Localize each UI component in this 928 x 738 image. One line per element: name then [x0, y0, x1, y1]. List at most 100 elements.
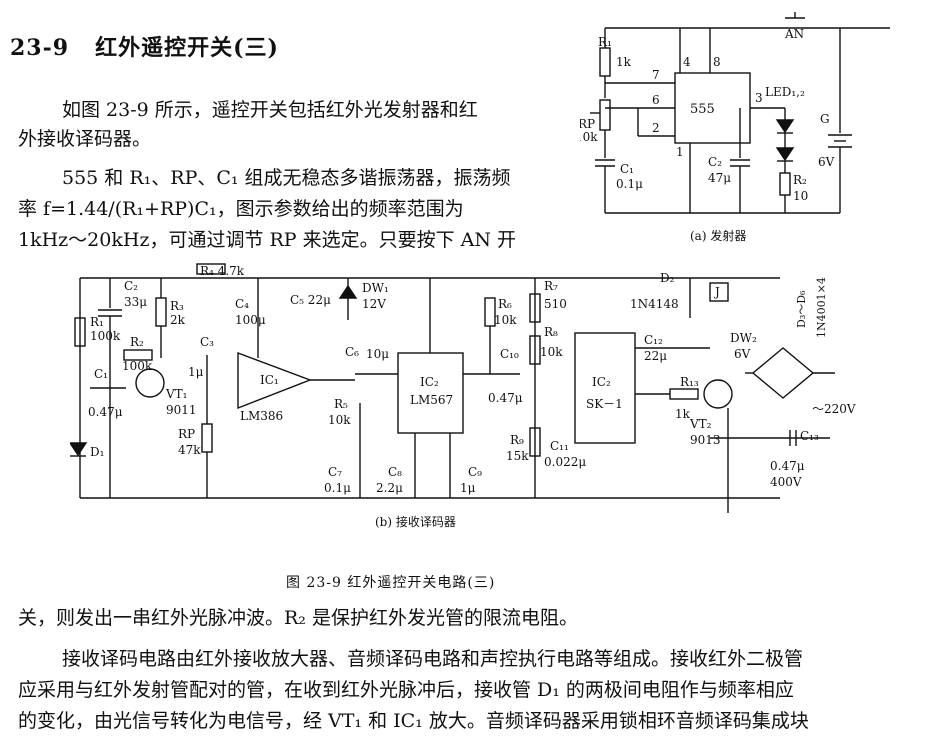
bridge-rectifier	[751, 347, 815, 399]
rx-r3	[155, 297, 167, 327]
svg-text:15k: 15k	[506, 449, 529, 463]
svg-text:R₂: R₂	[793, 173, 807, 187]
tx-led-label: LED₁,₂	[765, 85, 805, 99]
svg-text:R₁: R₁	[90, 315, 104, 329]
rx-r2	[123, 349, 153, 361]
svg-text:10: 10	[793, 189, 808, 203]
svg-text:R₃: R₃	[170, 299, 184, 313]
r2-resistor	[779, 172, 791, 196]
svg-text:C₆: C₆	[345, 345, 359, 359]
svg-text:C₂: C₂	[124, 279, 138, 293]
vt1-transistor	[135, 368, 165, 398]
rx-r1	[74, 317, 86, 347]
svg-text:C₅ 22μ: C₅ 22μ	[290, 293, 331, 307]
svg-text:～220V: ～220V	[812, 402, 856, 416]
svg-text:DW₂: DW₂	[730, 331, 757, 345]
svg-text:7: 7	[652, 68, 660, 82]
ic1-amplifier	[237, 351, 312, 410]
body-line-4: 的变化，由光信号转化为电信号，经 VT₁ 和 IC₁ 放大。音频译码器采用锁相环…	[18, 710, 809, 732]
svg-text:10k: 10k	[540, 345, 563, 359]
svg-text:10μ: 10μ	[366, 347, 389, 361]
svg-text:C₇: C₇	[328, 465, 342, 479]
svg-text:C₂: C₂	[708, 155, 722, 169]
svg-text:4: 4	[683, 55, 691, 69]
transmitter-caption: (a) 发射器	[690, 228, 746, 243]
svg-text:R₂: R₂	[130, 335, 144, 349]
tx-an-label: AN	[784, 27, 804, 41]
svg-text:100k: 100k	[122, 359, 153, 373]
tx-rp-label: RP	[580, 117, 595, 131]
r1-resistor	[599, 47, 611, 77]
svg-text:100k: 100k	[90, 329, 121, 343]
svg-text:10k: 10k	[328, 413, 351, 427]
svg-text:R₄ 4.7k: R₄ 4.7k	[200, 264, 245, 278]
svg-text:100μ: 100μ	[235, 313, 266, 327]
rp-potentiometer	[599, 99, 611, 131]
svg-text:R₇: R₇	[544, 279, 558, 293]
svg-text:R₆: R₆	[498, 297, 512, 311]
svg-text:0.022μ: 0.022μ	[544, 455, 586, 469]
svg-text:VT₂: VT₂	[689, 417, 712, 431]
svg-text:C₄: C₄	[235, 297, 249, 311]
svg-text:G: G	[820, 112, 830, 126]
rx-rp	[201, 423, 213, 453]
svg-text:C₁₁: C₁₁	[550, 439, 569, 453]
svg-text:6: 6	[652, 93, 660, 107]
svg-text:47k: 47k	[178, 443, 201, 457]
svg-text:10k: 10k	[580, 130, 598, 144]
svg-text:C₁₀: C₁₀	[500, 347, 519, 361]
intro-line-4: 率 f=1.44/(R₁+RP)C₁，图示参数给出的频率范围为	[18, 198, 464, 220]
relay-j	[709, 282, 729, 302]
svg-text:DW₁: DW₁	[362, 281, 389, 295]
svg-text:J: J	[713, 285, 720, 299]
svg-text:0.47μ: 0.47μ	[488, 391, 523, 405]
svg-text:22μ: 22μ	[644, 349, 667, 363]
svg-text:IC₂: IC₂	[592, 375, 611, 389]
svg-text:47μ: 47μ	[708, 171, 731, 185]
svg-text:D₁: D₁	[90, 445, 104, 459]
intro-line-2: 外接收译码器。	[18, 128, 152, 150]
receiver-caption: (b) 接收译码器	[375, 514, 456, 529]
transmitter-schematic: R₁ 1k RP 10k C₁ 0.1μ 555 7 6 2 4 8 3 1 C…	[580, 12, 890, 243]
svg-text:C₁₃: C₁₃	[800, 429, 819, 443]
svg-text:1N4148: 1N4148	[630, 297, 679, 311]
body-line-1: 关，则发出一串红外光脉冲波。R₂ 是保护红外发光管的限流电阻。	[18, 607, 578, 629]
intro-line-3: 555 和 R₁、RP、C₁ 组成无稳态多谐振荡器，振荡频	[62, 167, 511, 189]
svg-text:2k: 2k	[170, 313, 186, 327]
body-line-2: 接收译码电路由红外接收放大器、音频译码电路和声控执行电路等组成。接收红外二极管	[62, 648, 804, 670]
svg-text:IC₂: IC₂	[420, 375, 439, 389]
svg-text:1: 1	[676, 145, 684, 159]
svg-text:6V: 6V	[818, 155, 835, 169]
intro-line-5: 1kHz～20kHz，可通过调节 RP 来选定。只要按下 AN 开	[18, 229, 517, 251]
rx-r4	[196, 263, 226, 275]
svg-text:R₅: R₅	[334, 397, 348, 411]
svg-text:0.47μ: 0.47μ	[88, 405, 123, 419]
svg-text:C₁: C₁	[94, 367, 108, 381]
svg-text:1μ: 1μ	[188, 365, 204, 379]
svg-text:8: 8	[713, 55, 721, 69]
svg-text:0.1μ: 0.1μ	[616, 177, 643, 191]
section-title: 红外遥控开关(三)	[95, 35, 279, 61]
svg-text:12V: 12V	[362, 297, 386, 311]
svg-text:1μ: 1μ	[460, 481, 476, 495]
figure-caption: 图 23-9 红外遥控开关电路(三)	[286, 575, 496, 591]
svg-text:D₂: D₂	[660, 271, 675, 285]
svg-text:C₉: C₉	[468, 465, 482, 479]
svg-text:IC₁: IC₁	[260, 373, 279, 387]
svg-text:C₃: C₃	[200, 335, 214, 349]
svg-text:RP: RP	[178, 427, 195, 441]
tx-ic-label: 555	[690, 102, 715, 117]
svg-text:1k: 1k	[675, 407, 691, 421]
ic2-sk1	[574, 332, 636, 444]
rx-r13	[669, 388, 699, 400]
svg-text:R₁₃: R₁₃	[680, 375, 699, 389]
svg-text:VT₁: VT₁	[165, 387, 187, 401]
svg-text:1N4001×4: 1N4001×4	[815, 277, 828, 338]
tx-r1-label: R₁	[598, 35, 612, 49]
vt2-transistor	[703, 379, 733, 409]
svg-text:2: 2	[652, 121, 660, 135]
svg-text:33μ: 33μ	[124, 295, 147, 309]
svg-text:D₃～D₆: D₃～D₆	[795, 290, 808, 328]
svg-text:6V: 6V	[734, 347, 751, 361]
